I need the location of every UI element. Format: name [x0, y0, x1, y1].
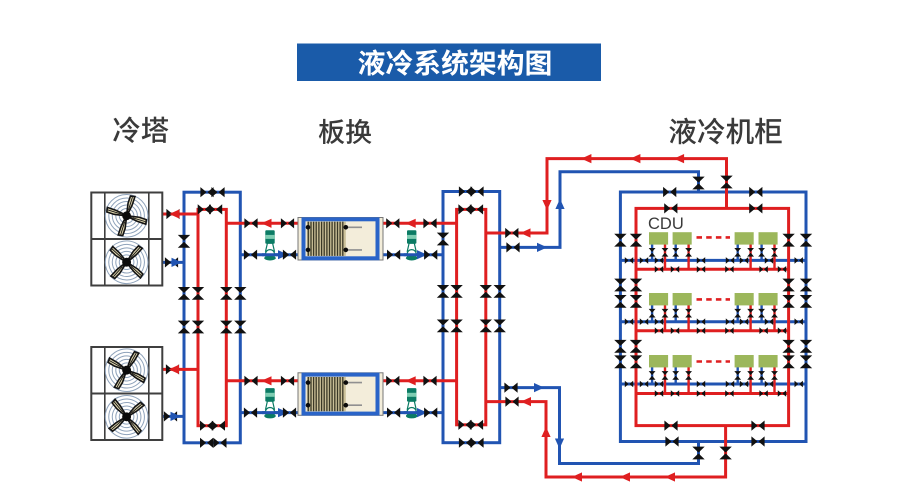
- svg-text:CDU: CDU: [648, 215, 684, 233]
